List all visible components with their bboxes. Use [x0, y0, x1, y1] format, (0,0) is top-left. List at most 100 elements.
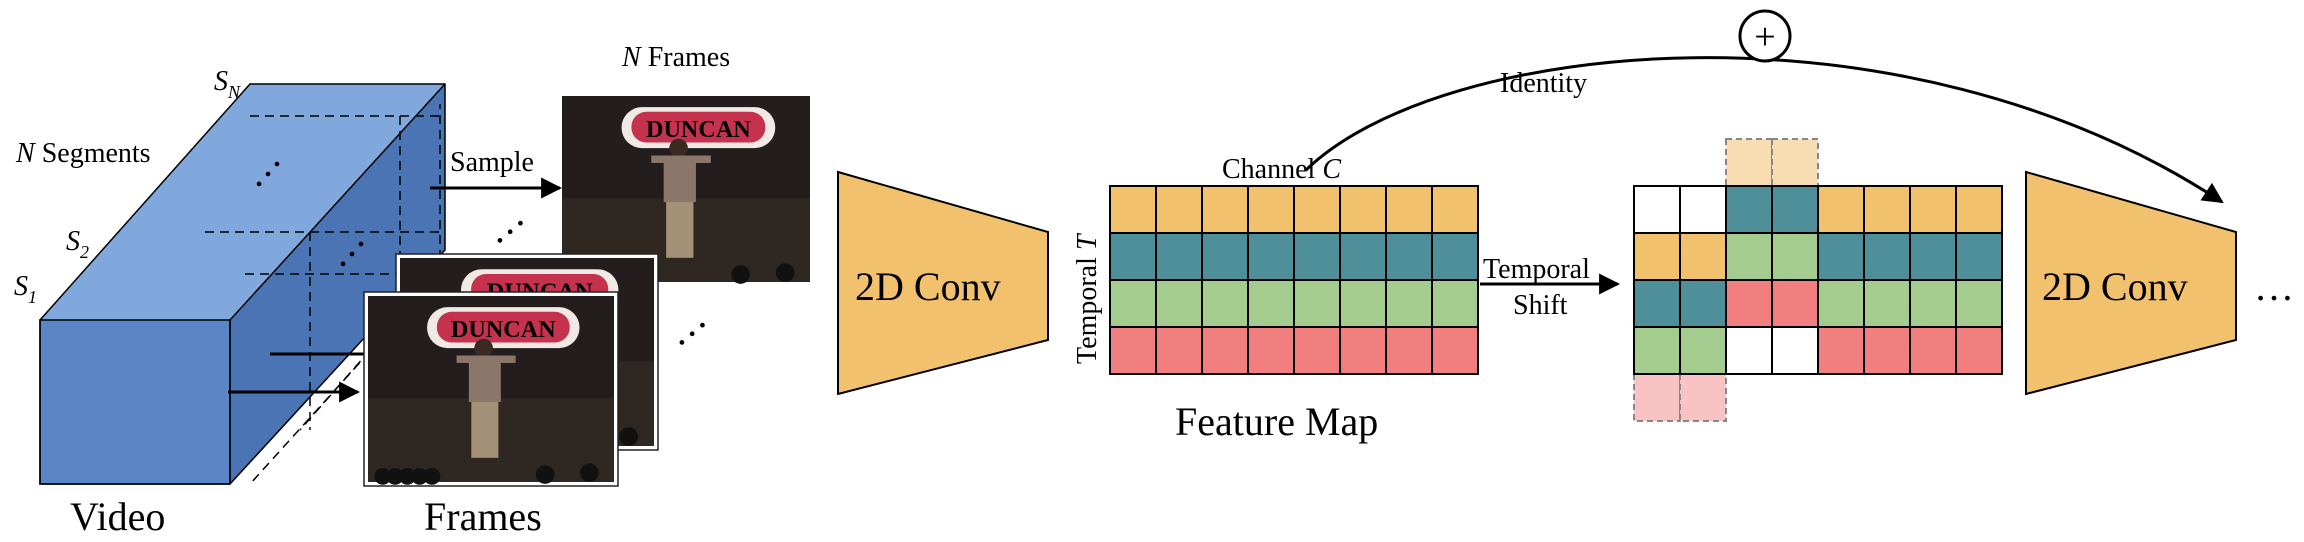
conv-block-right: [2025, 170, 2237, 396]
shifted-cell: [1771, 185, 1819, 234]
shifted-cell: [1909, 279, 1957, 328]
feature-cell: [1385, 279, 1433, 328]
feature-cell: [1431, 185, 1479, 234]
frame-audience-head: [775, 263, 795, 282]
frame-audience-head: [411, 468, 429, 485]
frames-label: Frames: [424, 494, 542, 539]
video-outline: [39, 83, 446, 485]
feature-cell: [1201, 326, 1249, 375]
frame-audience-head: [580, 463, 599, 482]
frame-person-legs: [666, 202, 694, 258]
feature-cell: [1339, 279, 1387, 328]
feature-cell: [1293, 185, 1341, 234]
frame-sign-text: DUNCAN: [646, 116, 751, 143]
shifted-cell: [1955, 185, 2003, 234]
video-front-face: [39, 319, 231, 485]
feature-cell: [1385, 326, 1433, 375]
frame-person-arms: [456, 355, 516, 363]
shifted-cell: [1863, 185, 1911, 234]
shifted-cell: [1817, 279, 1865, 328]
feature-cell: [1109, 326, 1157, 375]
shifted-cell: [1633, 185, 1681, 234]
shifted-cell: [1771, 232, 1819, 281]
shifted-cell: [1633, 326, 1681, 375]
frames-dots-top: …: [473, 193, 533, 253]
trailing-ellipsis: …: [2254, 264, 2294, 309]
feature-cell: [1339, 185, 1387, 234]
video-block: … …: [39, 83, 446, 485]
shifted-cell: [1909, 232, 1957, 281]
frame-audience-head: [535, 465, 555, 484]
shifted-cell: [1679, 326, 1727, 375]
frame-person-legs: [471, 402, 499, 458]
frame-person-head: [669, 138, 688, 158]
feature-cell: [1247, 232, 1295, 281]
frame-audience-head: [374, 468, 392, 485]
conv-block-left: [837, 170, 1049, 396]
feature-cell: [1431, 279, 1479, 328]
feature-cell: [1293, 279, 1341, 328]
segment-sn-label: SN: [214, 66, 241, 102]
shifted-out-cell-bottom: [1679, 373, 1727, 422]
shifted-out-cell-top: [1771, 138, 1819, 187]
shifted-cell: [1679, 232, 1727, 281]
feature-cell: [1155, 279, 1203, 328]
feature-cell: [1431, 232, 1479, 281]
feature-cell: [1109, 279, 1157, 328]
shifted-cell: [1955, 279, 2003, 328]
feature-cell: [1431, 326, 1479, 375]
shifted-cell: [1771, 326, 1819, 375]
frame-audience-head: [731, 265, 750, 284]
shifted-cell: [1909, 326, 1957, 375]
frame-person-body: [663, 157, 696, 203]
frame-person-body: [468, 357, 501, 403]
shifted-cell: [1725, 232, 1773, 281]
shifted-cell: [1817, 185, 1865, 234]
shifted-cell: [1679, 185, 1727, 234]
frame-sign-text: DUNCAN: [451, 316, 556, 343]
conv-label-right: 2D Conv: [2042, 264, 2188, 309]
frame-person-head: [474, 338, 493, 358]
frame-audience-head: [619, 427, 638, 446]
sum-circle: [1738, 9, 1792, 63]
segment-s1-label: S1: [14, 271, 37, 307]
sample-label: Sample: [450, 147, 534, 178]
frame-audience-head: [423, 468, 441, 485]
shifted-cell: [1633, 232, 1681, 281]
shifted-out-cell-bottom: [1633, 373, 1681, 422]
shifted-cell: [1863, 326, 1911, 375]
feature-cell: [1155, 232, 1203, 281]
video-side-face: [230, 84, 445, 484]
video-top-face: [40, 84, 445, 320]
shifted-out-cell-top: [1725, 138, 1773, 187]
frame-person-arms: [651, 155, 711, 163]
feature-cell: [1247, 326, 1295, 375]
shifted-cell: [1955, 326, 2003, 375]
feature-map-label: Feature Map: [1175, 399, 1378, 444]
temporal-axis-label: Temporal T: [1072, 232, 1103, 364]
frame-audience-head: [398, 468, 416, 485]
feature-cell: [1201, 232, 1249, 281]
frame-top: DUNCAN: [562, 96, 810, 285]
feature-cell: [1293, 326, 1341, 375]
frame-sign-inner: [631, 111, 766, 143]
temporal-shift-label-line2: Shift: [1513, 290, 1568, 321]
feature-cell: [1385, 232, 1433, 281]
shifted-cell: [1817, 326, 1865, 375]
shifted-cell: [1771, 279, 1819, 328]
feature-cell: [1201, 279, 1249, 328]
feature-cell: [1109, 185, 1157, 234]
shifted-cell: [1679, 279, 1727, 328]
feature-cell: [1385, 185, 1433, 234]
frame-audience-head: [386, 468, 404, 485]
feature-cell: [1155, 185, 1203, 234]
shifted-feature-map-grid: [1633, 138, 2003, 422]
frame-bottom: DUNCAN: [363, 291, 619, 487]
frame-sign-inner: [436, 311, 570, 343]
n-frames-label: N Frames: [621, 42, 730, 73]
shifted-cell: [1909, 185, 1957, 234]
shifted-cell: [1817, 232, 1865, 281]
feature-cell: [1109, 232, 1157, 281]
feature-cell: [1247, 279, 1295, 328]
